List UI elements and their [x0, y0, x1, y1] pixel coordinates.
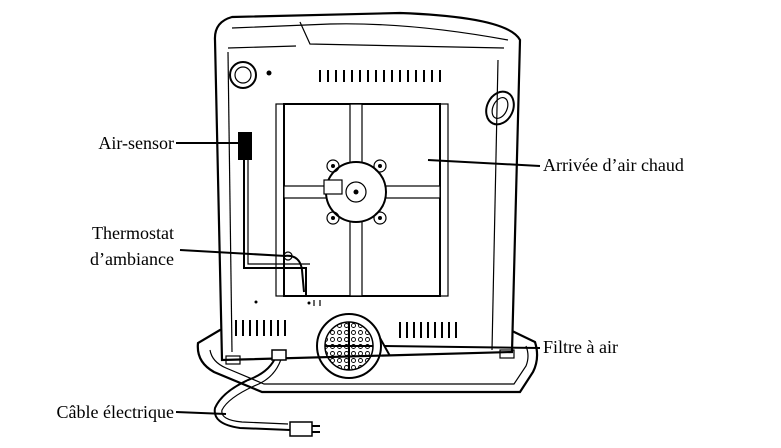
leader-lines: [175, 142, 541, 415]
label-air-filter: Filtre à air: [543, 337, 618, 357]
lower-vent-slots: [235, 320, 457, 338]
top-vent-slots: [319, 70, 441, 82]
feet: [225, 349, 515, 365]
label-power-cable: Câble électrique: [57, 402, 174, 422]
side-handle: [485, 90, 515, 126]
air-filter: [316, 313, 391, 379]
label-room-thermostat-line1: Thermostat: [92, 223, 174, 243]
power-cable: [213, 349, 320, 437]
fan-grille: [275, 103, 449, 297]
label-air-sensor: Air-sensor: [98, 133, 174, 153]
label-warm-air-outlet: Arrivée d’air chaud: [543, 155, 684, 175]
fuel-cap: [229, 61, 272, 89]
small-marks: [254, 300, 321, 306]
air-sensor: [238, 132, 310, 296]
label-room-thermostat-line2: d’ambiance: [90, 249, 174, 269]
